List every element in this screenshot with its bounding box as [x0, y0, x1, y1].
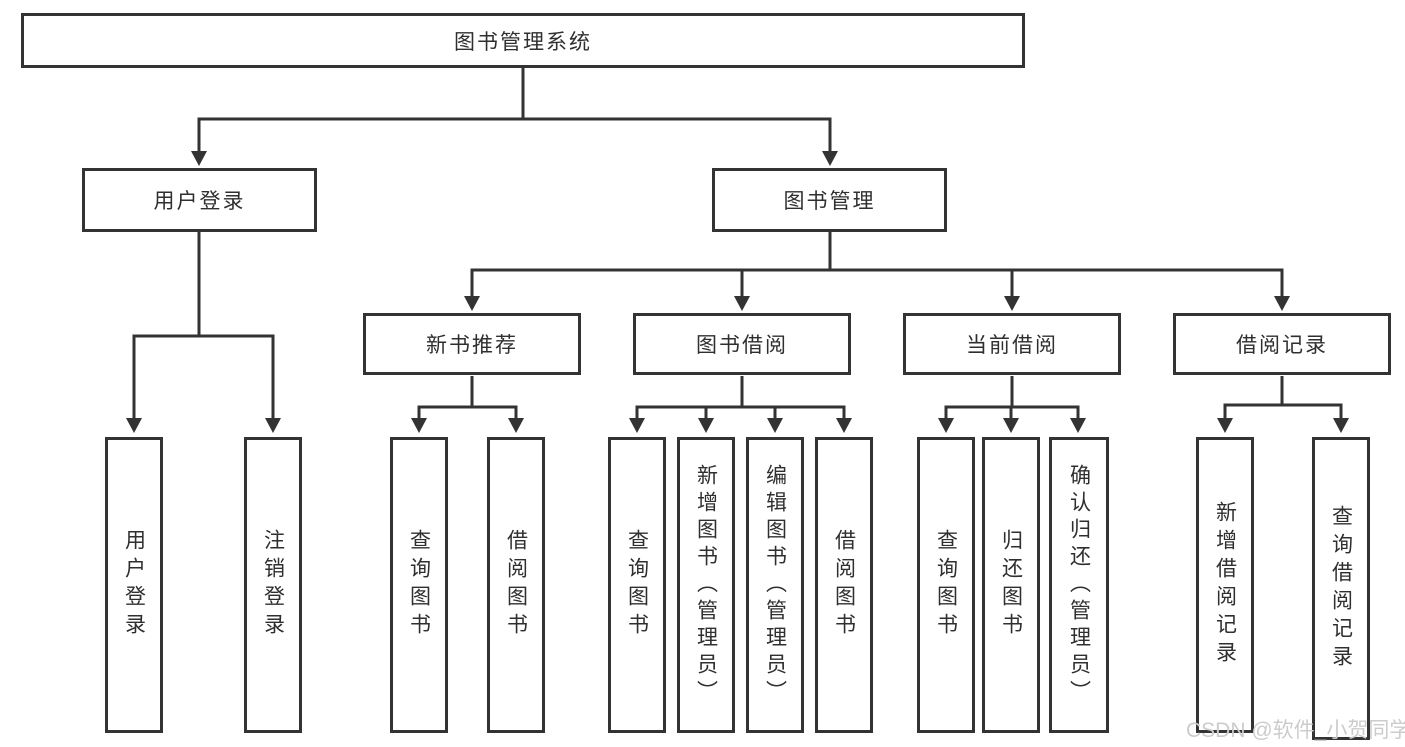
- leaf-user-login-label: 用户登录: [122, 529, 146, 641]
- node-current-borrowing-label: 当前借阅: [966, 334, 1058, 357]
- leaf-user-login: 用户登录: [105, 437, 163, 733]
- leaf-query-books-borrowing-label: 查询图书: [625, 529, 649, 641]
- leaf-query-books-current: 查询图书: [917, 437, 975, 733]
- node-new-book-recommend-label: 新书推荐: [426, 334, 518, 357]
- leaf-confirm-return-admin-label: 确认归还（管理员）: [1067, 463, 1091, 707]
- leaf-query-books-current-label: 查询图书: [934, 529, 958, 641]
- leaf-query-borrow-record: 查询借阅记录: [1312, 437, 1370, 740]
- leaf-query-books-recommend-label: 查询图书: [407, 529, 431, 641]
- leaf-return-books: 归还图书: [982, 437, 1040, 733]
- leaf-return-books-label: 归还图书: [999, 529, 1023, 641]
- node-book-borrowing-label: 图书借阅: [696, 334, 788, 357]
- leaf-confirm-return-admin: 确认归还（管理员）: [1049, 437, 1109, 733]
- leaf-borrow-books-borrowing: 借阅图书: [815, 437, 873, 733]
- node-borrowing-records: 借阅记录: [1173, 313, 1391, 375]
- leaf-query-books-borrowing: 查询图书: [608, 437, 666, 733]
- leaf-borrow-books-recommend-label: 借阅图书: [504, 529, 528, 641]
- node-book-management-label: 图书管理: [783, 190, 876, 213]
- node-user-login: 用户登录: [82, 168, 317, 232]
- leaf-logout-label: 注销登录: [261, 529, 285, 641]
- node-borrowing-records-label: 借阅记录: [1236, 334, 1328, 357]
- leaf-borrow-books-recommend: 借阅图书: [487, 437, 545, 733]
- leaf-add-book-admin: 新增图书（管理员）: [677, 437, 735, 733]
- leaf-edit-book-admin-label: 编辑图书（管理员）: [763, 463, 787, 707]
- node-user-login-label: 用户登录: [153, 190, 246, 213]
- leaf-borrow-books-borrowing-label: 借阅图书: [832, 529, 856, 641]
- leaf-query-books-recommend: 查询图书: [390, 437, 448, 733]
- watermark: CSDN @软件_小贺同学: [1186, 719, 1405, 742]
- node-book-borrowing: 图书借阅: [633, 313, 851, 375]
- leaf-add-borrow-record: 新增借阅记录: [1196, 437, 1254, 733]
- node-root-library-system: 图书管理系统: [21, 13, 1025, 68]
- leaf-edit-book-admin: 编辑图书（管理员）: [746, 437, 804, 733]
- leaf-add-book-admin-label: 新增图书（管理员）: [694, 463, 718, 707]
- node-new-book-recommend: 新书推荐: [363, 313, 581, 375]
- leaf-query-borrow-record-label: 查询借阅记录: [1329, 504, 1353, 673]
- node-root-label: 图书管理系统: [454, 30, 592, 54]
- node-current-borrowing: 当前借阅: [903, 313, 1121, 375]
- leaf-add-borrow-record-label: 新增借阅记录: [1213, 501, 1237, 669]
- leaf-logout: 注销登录: [244, 437, 302, 733]
- node-book-management: 图书管理: [712, 168, 947, 232]
